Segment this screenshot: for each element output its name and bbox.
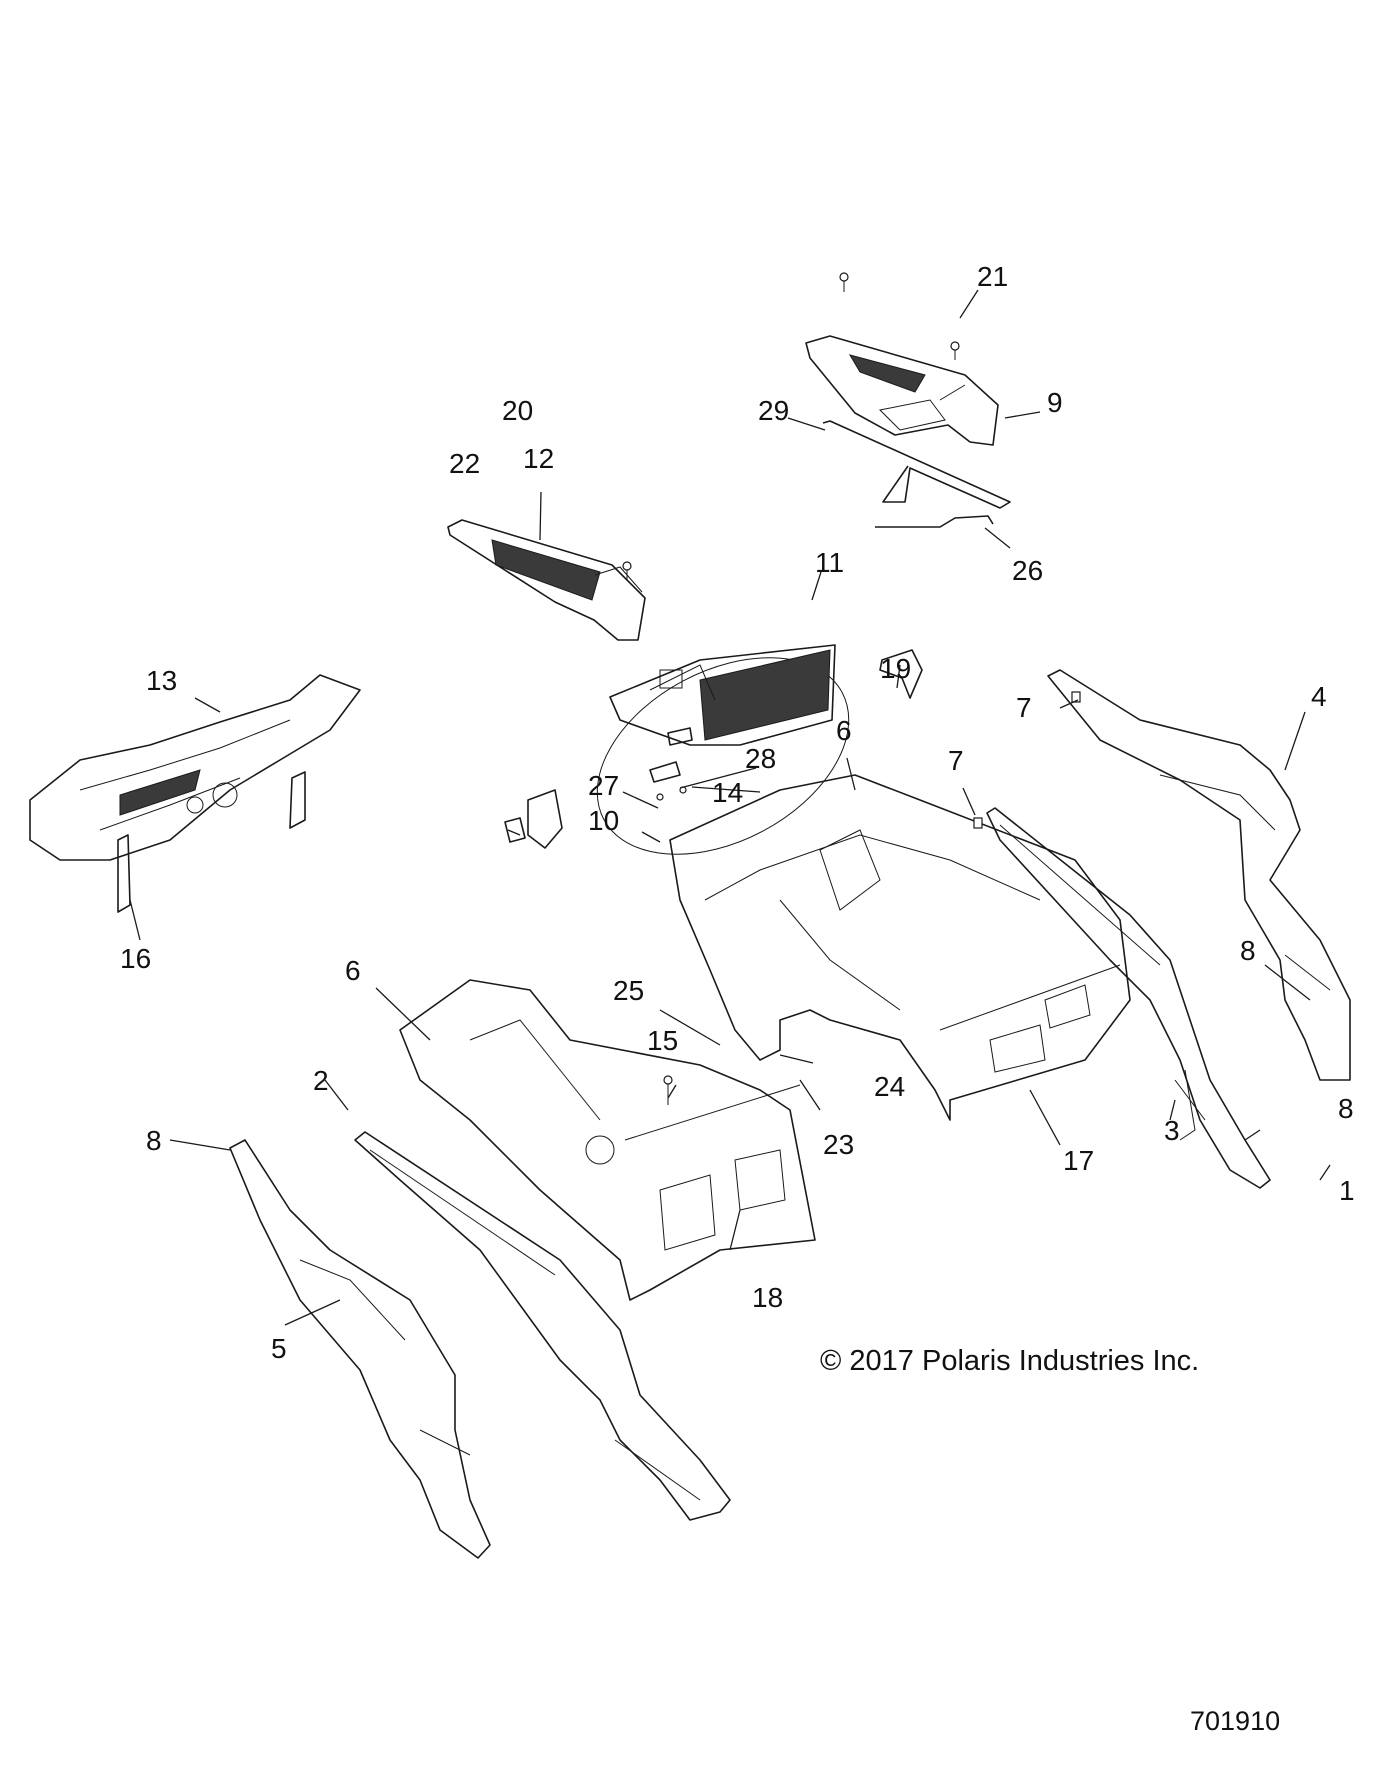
copyright-notice: © 2017 Polaris Industries Inc. xyxy=(820,1345,1200,1377)
part-12-grille-panel xyxy=(447,519,646,641)
callout-17: 17 xyxy=(1063,1145,1094,1176)
callout-19: 19 xyxy=(880,653,911,684)
callout-labels: 1 2 3 4 5 6 6 7 7 8 8 8 9 10 11 12 13 14… xyxy=(120,261,1355,1364)
part-18-front-floor xyxy=(399,979,816,1301)
callout-21: 21 xyxy=(977,261,1008,292)
callout-26: 26 xyxy=(1012,555,1043,586)
part-7-clips xyxy=(973,691,1081,829)
callout-13: 13 xyxy=(146,665,177,696)
part-19-bracket xyxy=(879,649,923,699)
callout-24: 24 xyxy=(874,1071,905,1102)
callout-6-upper: 6 xyxy=(836,715,852,746)
leader-lines xyxy=(129,289,1331,1326)
callout-8-far-right: 8 xyxy=(1338,1093,1354,1124)
callout-2: 2 xyxy=(313,1065,329,1096)
part-9-trim-panel xyxy=(805,335,999,446)
part-4-rear-fender xyxy=(1047,669,1351,1081)
callout-15: 15 xyxy=(647,1025,678,1056)
callout-7-upper: 7 xyxy=(1016,692,1032,723)
part-12-screw xyxy=(622,561,632,580)
part-26-wire-rod xyxy=(875,515,994,528)
callout-8-right: 8 xyxy=(1240,935,1256,966)
drawing-number: 701910 xyxy=(1190,1706,1281,1736)
callout-10: 10 xyxy=(588,805,619,836)
part-22-bracket xyxy=(504,817,526,843)
part-11-storage-bin-assembly xyxy=(596,644,850,855)
callout-29: 29 xyxy=(758,395,789,426)
callout-3: 3 xyxy=(1164,1115,1180,1146)
part-5-outer-panel xyxy=(229,1139,491,1559)
callout-12: 12 xyxy=(523,443,554,474)
callout-8-left: 8 xyxy=(146,1125,162,1156)
callout-18: 18 xyxy=(752,1282,783,1313)
part-2-side-rail xyxy=(354,1131,731,1521)
callout-22: 22 xyxy=(449,448,480,479)
part-17-rear-floor-tub xyxy=(669,774,1131,1121)
callout-25: 25 xyxy=(613,975,644,1006)
part-21-screws xyxy=(839,272,960,360)
part-29-wire-rod xyxy=(822,420,1011,509)
callout-27: 27 xyxy=(588,770,619,801)
callout-4: 4 xyxy=(1311,681,1327,712)
callout-5: 5 xyxy=(271,1333,287,1364)
callout-9: 9 xyxy=(1047,387,1063,418)
callout-7-lower: 7 xyxy=(948,745,964,776)
part-1-3-side-rail xyxy=(986,807,1271,1189)
part-20-bracket xyxy=(527,789,563,849)
callout-20: 20 xyxy=(502,395,533,426)
callout-6-lower: 6 xyxy=(345,955,361,986)
part-15-screw xyxy=(663,1075,673,1105)
callout-28: 28 xyxy=(745,743,776,774)
callout-16: 16 xyxy=(120,943,151,974)
callout-14: 14 xyxy=(712,777,743,808)
part-16-brackets xyxy=(117,771,306,913)
part-13-bulkhead xyxy=(29,674,361,861)
callout-1: 1 xyxy=(1339,1175,1355,1206)
callout-11: 11 xyxy=(815,547,844,578)
callout-23: 23 xyxy=(823,1129,854,1160)
part-27-28-14-10-fasteners xyxy=(649,727,693,801)
